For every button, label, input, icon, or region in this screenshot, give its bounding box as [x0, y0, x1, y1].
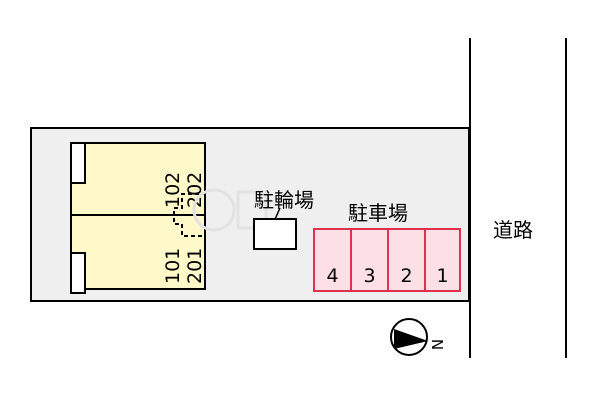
- parking-space: 2: [389, 230, 426, 290]
- road-label: 道路: [493, 218, 533, 242]
- parking-space: 3: [352, 230, 389, 290]
- bicycle-parking-label: 駐輪場: [254, 188, 314, 212]
- compass-north-label: N: [429, 338, 448, 351]
- road-edge-right: [565, 38, 567, 358]
- watermark-mark: [192, 188, 268, 232]
- parking-space: 4: [315, 230, 352, 290]
- car-parking-area: 4 3 2 1: [313, 228, 461, 292]
- parking-space-number: 2: [400, 265, 413, 287]
- car-parking-label: 駐車場: [348, 201, 408, 225]
- unit-number-101: 101: [162, 247, 184, 284]
- parking-space-number: 4: [326, 265, 339, 287]
- bicycle-parking-area: [253, 218, 297, 250]
- building-unit-lower: 201 101: [70, 214, 206, 294]
- compass-icon: [390, 318, 428, 356]
- road-edge-left: [469, 38, 471, 358]
- parking-space-number: 1: [436, 265, 449, 287]
- parking-space-number: 3: [363, 265, 376, 287]
- parking-space: 1: [426, 230, 459, 290]
- entrance-outline: [173, 193, 206, 237]
- unit-balcony: [70, 142, 86, 184]
- unit-number-201: 201: [184, 247, 206, 284]
- unit-balcony: [70, 252, 86, 294]
